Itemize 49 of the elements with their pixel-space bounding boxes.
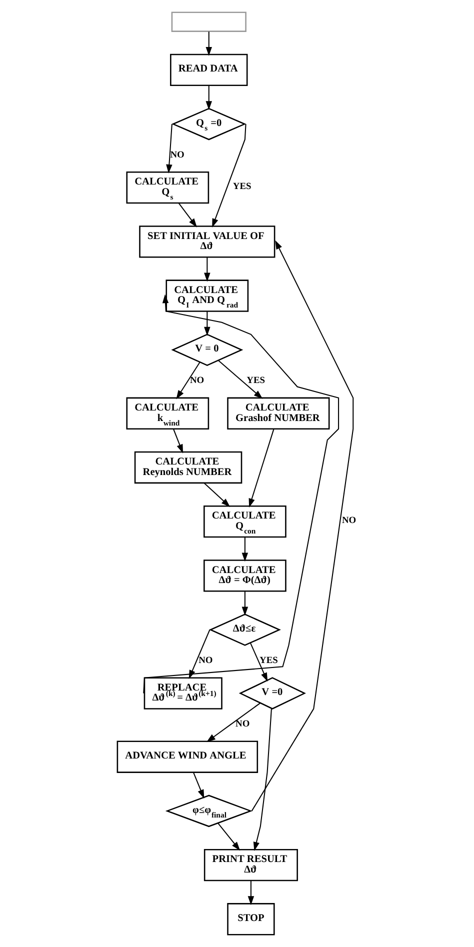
node-box: CALCULATE k$_{wind}$: [126, 397, 210, 430]
arrow: [143, 294, 340, 694]
edge-label: YES: [246, 376, 266, 386]
arrow: [251, 240, 354, 812]
node-box: CALCULATE Grashof NUMBER: [227, 397, 330, 430]
arrow: [253, 708, 272, 851]
arrow: [178, 203, 197, 228]
node-box: STOP: [227, 903, 275, 936]
edge-label: NO: [190, 376, 204, 386]
edge-label: NO: [170, 150, 184, 160]
arrow: [193, 772, 204, 799]
node-diamond: V = 0: [171, 334, 244, 366]
node-diamond: Δϑ≤ε: [208, 614, 281, 646]
node-box: CALCULATE Q$_{I}$ AND Q$_{rad}$: [166, 280, 249, 312]
arrow: [204, 482, 230, 508]
arrow: [206, 702, 261, 742]
node-box: CALCULATE Δϑ = Φ(Δϑ): [204, 560, 286, 592]
node-box: CALCULATE Q$_{s}$: [126, 171, 210, 204]
arrow: [250, 642, 268, 682]
edge-label: NO: [235, 720, 250, 730]
arrow: [206, 32, 212, 56]
arrow: [242, 591, 248, 616]
arrow: [218, 822, 240, 851]
arrow: [206, 86, 212, 110]
edge-label: NO: [198, 656, 213, 666]
node-diamond: φ≤φ$_{final}$: [165, 794, 252, 828]
node-box: READ DATA: [170, 54, 248, 86]
arrow: [204, 257, 210, 282]
edge-label: NO: [342, 516, 356, 526]
node-box: CALCULATE Reynolds NUMBER: [134, 451, 242, 484]
node-box: [171, 12, 246, 32]
arrow: [166, 124, 172, 174]
node-box: SET INITIAL VALUE OF Δϑ: [139, 226, 276, 258]
arrow: [176, 362, 200, 400]
node-box: ADVANCE WIND ANGLE: [116, 740, 258, 773]
arrow: [248, 428, 274, 508]
node-diamond: Q$_{s}$ =0: [172, 108, 246, 140]
arrow: [248, 880, 254, 906]
arrow: [204, 312, 210, 336]
arrow: [173, 428, 184, 454]
arrow: [212, 124, 246, 228]
arrow: [242, 537, 248, 562]
node-diamond: V =0: [238, 677, 306, 710]
node-box: CALCULATE Q$_{con}$: [204, 505, 286, 538]
edge-label: YES: [232, 182, 252, 192]
arrow: [218, 360, 263, 399]
node-box: PRINT RESULT Δϑ: [204, 848, 298, 882]
edge-label: YES: [260, 656, 278, 666]
node-box: REPLACE Δϑ$^{(k)}$ = Δϑ$^{(k+1)}$: [144, 677, 222, 710]
